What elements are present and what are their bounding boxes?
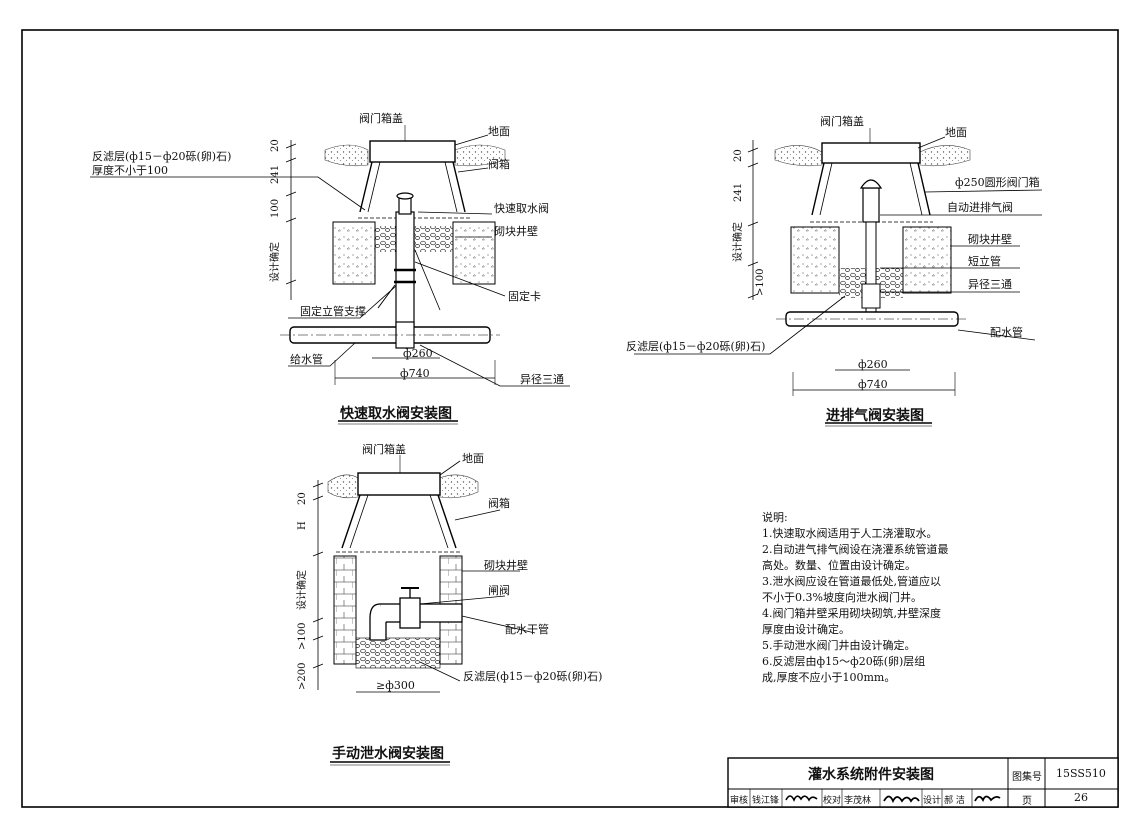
d3-vdim-20: 20 (297, 492, 308, 505)
d2-round-box-label: ф250圆形阀门箱 (955, 176, 1040, 189)
d2-air-valve-label: 自动进排气阀 (947, 201, 1013, 214)
note-line: 1.快速取水阀适用于人工浇灌取水。 (762, 527, 938, 540)
note-line: 厚度由设计确定。 (762, 623, 850, 636)
checker-name: 李茂林 (844, 796, 872, 806)
d3-dim-300: ≥ф300 (376, 679, 415, 692)
sheet-border (21, 29, 1119, 808)
d3-box-cover-label: 阀门箱盖 (362, 443, 406, 456)
note-line: 4.阀门箱井壁采用砌块砌筑,井壁深度 (762, 607, 941, 620)
design-label: 设计 (923, 796, 942, 806)
d1-supply-pipe-label: 给水管 (290, 353, 323, 366)
d3-valve-box-label: 阀箱 (488, 497, 510, 510)
d1-vdim-20: 20 (270, 139, 281, 152)
d3-filter-layer-label: 反滤层(ф15－ф20砾(卵)石) (463, 670, 603, 683)
d1-title: 快速取水阀安装图 (340, 406, 452, 422)
d3-gate-valve-label: 闸阀 (488, 584, 510, 597)
note-line: 6.反滤层由ф15～ф20砾(卵)层组 (762, 655, 926, 668)
atlas-number: 15SS510 (1056, 767, 1106, 780)
notes-heading: 说明: (762, 511, 788, 524)
d2-title: 进排气阀安装图 (826, 408, 924, 424)
d1-vdim-design: 设计确定 (270, 242, 281, 282)
d1-box-cover-label: 阀门箱盖 (359, 112, 403, 125)
d1-quick-valve-label: 快速取水阀 (494, 202, 549, 215)
designer-name: 郝 洁 (944, 796, 965, 806)
note-line: 3.泄水阀应设在管道最低处,管道应以 (762, 575, 941, 588)
note-line: 高处。数量、位置由设计确定。 (762, 559, 916, 572)
d2-box-cover-label: 阀门箱盖 (820, 115, 864, 128)
diagram-quick-valve (90, 125, 570, 425)
diagram-drain-valve (312, 455, 536, 766)
d3-vdim-H: H (297, 521, 308, 530)
page-number: 26 (1074, 791, 1088, 804)
page-label: 页 (1022, 796, 1032, 807)
d2-short-riser-label: 短立管 (968, 255, 1001, 268)
d2-vdim-20: 20 (733, 149, 744, 162)
d2-reducer-tee-label: 异径三通 (968, 278, 1012, 291)
note-line: 不小于0.3%坡度向泄水阀门井。 (762, 591, 922, 604)
signature-reviewer (785, 795, 818, 802)
d2-vdim-gt100: >100 (755, 268, 766, 296)
d3-title: 手动泄水阀安装图 (332, 746, 444, 762)
review-label: 审核 (730, 796, 749, 806)
title-block (727, 757, 1119, 808)
d1-riser-support-label: 固定立管支撑 (300, 305, 366, 318)
note-line: 5.手动泄水阀门井由设计确定。 (762, 639, 916, 652)
d1-vdim-241: 241 (270, 164, 281, 184)
atlas-label: 图集号 (1012, 772, 1042, 783)
diagram-air-valve (634, 128, 1043, 427)
d3-vdim-gt100: >100 (297, 622, 308, 650)
d1-block-wall-label: 砌块井壁 (494, 225, 538, 238)
d1-reducer-tee-label: 异径三通 (520, 373, 564, 386)
d1-vdim-100: 100 (270, 198, 281, 218)
d2-ground-label: 地面 (945, 126, 967, 139)
d2-dim-740: ф740 (858, 378, 888, 391)
d3-main-pipe-label: 配水干管 (505, 623, 549, 636)
note-line: 2.自动进气排气阀设在浇灌系统管道最 (762, 543, 949, 556)
d1-filter-layer-label: 反滤层(ф15－ф20砾(卵)石) (92, 150, 232, 163)
d3-vdim-gt200: >200 (297, 662, 308, 690)
notes-block: 说明: 1.快速取水阀适用于人工浇灌取水。 2.自动进气排气阀设在浇灌系统管道最… (762, 510, 949, 686)
d3-block-wall-label: 砌块井壁 (484, 559, 528, 572)
d1-dim-260: ф260 (403, 347, 433, 360)
note-line: 成,厚度不应小于100mm。 (762, 671, 896, 684)
d1-min-thickness-label: 厚度不小于100 (92, 164, 168, 177)
d2-block-wall-label: 砌块井壁 (968, 233, 1012, 246)
signature-checker (883, 795, 920, 804)
d1-dim-740: ф740 (400, 367, 430, 380)
drawing-title: 灌水系统附件安装图 (808, 767, 934, 783)
check-label: 校对 (823, 796, 842, 806)
d2-filter-layer-label: 反滤层(ф15－ф20砾(卵)石) (626, 340, 766, 353)
d1-valve-box-label: 阀箱 (488, 158, 510, 171)
d2-dim-260: ф260 (858, 358, 888, 371)
d3-vdim-design: 设计确定 (297, 570, 308, 610)
d2-dist-pipe-label: 配水管 (990, 326, 1023, 339)
d3-ground-label: 地面 (462, 452, 484, 465)
reviewer-name: 钱江锋 (752, 796, 780, 806)
d2-vdim-241: 241 (733, 182, 744, 202)
d1-fixing-clamp-label: 固定卡 (508, 290, 541, 303)
d2-vdim-design: 设计确定 (733, 222, 744, 262)
signature-designer (974, 795, 1001, 803)
d1-ground-label: 地面 (488, 125, 510, 138)
